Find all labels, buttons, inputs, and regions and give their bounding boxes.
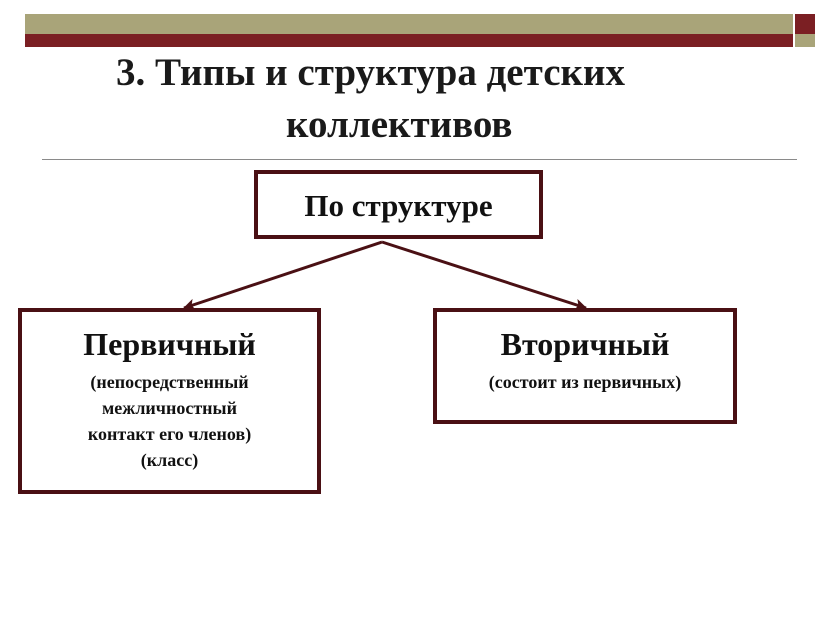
root-node-label: По структуре <box>304 188 493 223</box>
header-bar-maroon <box>25 34 793 47</box>
arrow-to-primary <box>183 240 383 311</box>
root-node: По структуре <box>254 170 543 239</box>
node-secondary-description: (состоит из первичных) <box>488 372 682 392</box>
node-secondary: Вторичный (состоит из первичных) <box>433 308 737 424</box>
arrow-to-secondary <box>381 240 587 311</box>
node-primary-title: Первичный <box>83 326 256 362</box>
slide-title-line-2: коллективов <box>286 103 513 146</box>
node-secondary-title: Вторичный <box>500 326 670 362</box>
slide-title-line-1: 3. Типы и структура детских <box>116 51 625 94</box>
title-divider <box>42 159 797 160</box>
node-primary: Первичный (непосредственный межличностны… <box>18 308 321 494</box>
header-bar-olive <box>25 14 793 34</box>
node-primary-description: (непосредственный межличностный контакт … <box>87 372 252 470</box>
header-square-maroon <box>795 14 815 34</box>
header-square-olive <box>795 34 815 47</box>
